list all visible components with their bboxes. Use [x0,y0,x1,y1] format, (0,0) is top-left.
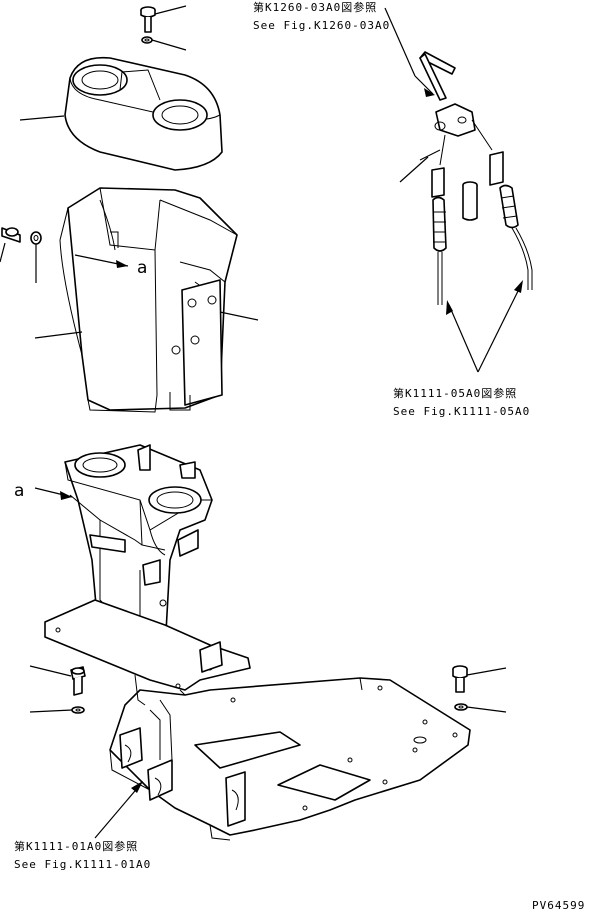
lower-left-washer [29,706,85,714]
control-lever [384,7,493,166]
floor-frame [109,674,471,841]
lower-left-bolt [29,665,86,696]
right-cable [489,151,533,290]
left-washer [30,231,42,283]
top-washer [141,36,187,51]
ref-k1260-line2: See Fig.K1260-03A0 [253,19,390,32]
top-cover [19,56,223,171]
left-bolt [0,227,21,263]
drawing-number: PV64599 [532,899,585,912]
console-base-plate [44,599,251,691]
lower-right-washer [454,703,507,713]
lower-cover [34,187,259,413]
callout-a-lower: a [14,481,24,501]
ref-k1111-01-line1: 第K1111-01A0図参照 [14,839,138,853]
ref-k1260-line1: 第K1260-03A0図参照 [253,0,377,14]
callout-a-upper: a [137,258,147,278]
k1111-05-arrows [446,280,523,373]
top-screw [140,5,187,33]
ref-k1111-01-line2: See Fig.K1111-01A0 [14,858,151,871]
lower-right-bolt [452,665,507,693]
ref-k1111-05-line1: 第K1111-05A0図参照 [393,386,517,400]
pin [462,181,478,221]
ref-k1111-05-line2: See Fig.K1111-05A0 [393,405,530,418]
left-cable [399,149,447,305]
k1111-01-arrow [94,781,143,839]
